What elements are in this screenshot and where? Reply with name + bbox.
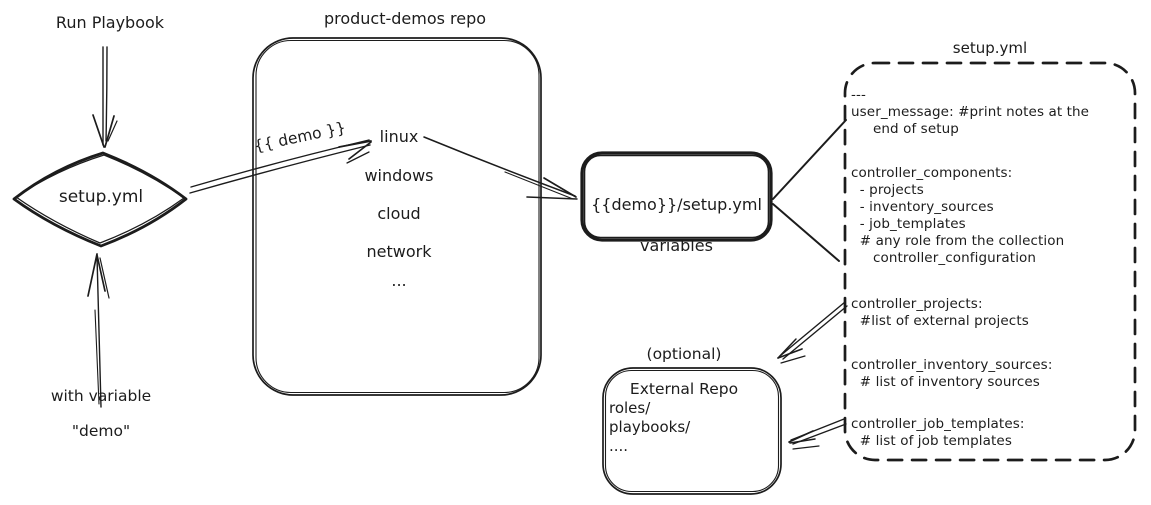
projects-to-external-arrow-icon (777, 301, 848, 364)
yaml-group-inventory-sources: controller_inventory_sources: # list of … (851, 357, 1053, 390)
yaml-group-projects: controller_projects: #list of external p… (851, 296, 1029, 329)
setup-diamond-label: setup.yml (58, 187, 144, 207)
repo-item-linux: linux (379, 127, 419, 146)
run-playbook-arrow-icon (92, 46, 118, 148)
linux-to-variables-arrow-icon (423, 136, 578, 200)
yaml-group-job-templates: controller_job_templates: # list of job … (851, 416, 1025, 449)
product-demos-repo-box (252, 37, 542, 396)
repo-item-cloud: cloud (377, 204, 421, 223)
repo-item-ellipsis: ... (391, 271, 407, 290)
repo-title: product-demos repo (323, 9, 487, 28)
repo-item-network: network (366, 242, 432, 261)
with-variable-label-line2: "demo" (71, 422, 131, 441)
repo-item-windows: windows (364, 166, 434, 185)
with-variable-label-line1: with variable (50, 387, 152, 406)
with-variable-arrow-icon (87, 253, 110, 408)
job-templates-to-external-arrow-icon (788, 418, 847, 450)
yaml-group-user-message: --- user_message: #print notes at the en… (851, 87, 1090, 137)
variables-box-line1: {{demo}}/setup.yml (591, 194, 762, 214)
variables-to-setupyml-lines (772, 119, 847, 262)
external-repo-box (602, 367, 782, 495)
variables-box-line2: variables (640, 236, 713, 256)
run-playbook-label: Run Playbook (55, 13, 165, 32)
external-repo-label-line1: (optional) (646, 345, 722, 364)
setup-yml-diamond (12, 151, 188, 248)
demo-arrow-icon (189, 139, 372, 194)
setup-yml-file-title: setup.yml (952, 39, 1028, 57)
variables-box-outline (580, 151, 773, 242)
setup-yml-dashed-box (843, 61, 1137, 462)
yaml-group-components: controller_components: - projects - inve… (851, 165, 1065, 266)
external-repo-content: roles/ playbooks/ .... (609, 399, 691, 455)
external-repo-label-line2: External Repo (629, 380, 739, 399)
